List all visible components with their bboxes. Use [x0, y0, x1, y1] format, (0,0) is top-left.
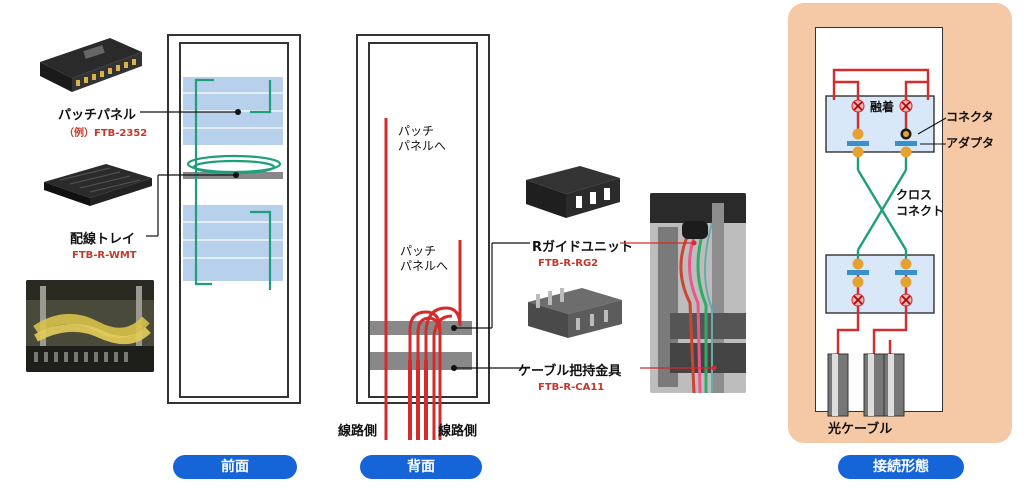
to-patch-panel-1-line2: パネルへ — [398, 139, 447, 153]
line-side-right-label: 線路側 — [438, 424, 478, 439]
cross-connect-line1: クロス — [896, 188, 933, 202]
to-patch-panel-1-line1: パッチ — [398, 124, 435, 138]
patch-panel-label: パッチパネル — [58, 108, 137, 123]
r-guide-photo — [520, 160, 624, 224]
cable-holder-photo — [522, 284, 626, 344]
connection-section-label: 接続形態 — [838, 455, 964, 479]
wiring-tray-label: 配線トレイ — [70, 232, 136, 247]
rack-photo — [26, 280, 154, 372]
fusion-label: 融着 — [870, 100, 895, 114]
connector-label: コネクタ — [946, 110, 994, 124]
optical-cable-label: 光ケーブル — [828, 422, 893, 437]
rack-closeup-photo — [650, 193, 746, 393]
cable-holder-model: FTB-R-CA11 — [538, 382, 605, 393]
adapter-label: アダプタ — [946, 136, 995, 150]
cable-holder-label: ケーブル把持金具 — [518, 364, 622, 379]
r-guide-model: FTB-R-RG2 — [538, 258, 599, 269]
front-section-label: 前面 — [173, 455, 297, 479]
connection-cabinet — [815, 27, 943, 412]
r-guide-label: Rガイドユニット — [532, 240, 634, 255]
cross-connect-line2: コネクト — [896, 204, 945, 218]
to-patch-panel-2-line2: パネルへ — [400, 259, 449, 273]
back-section-label: 背面 — [360, 455, 482, 479]
wiring-tray-photo — [40, 160, 156, 212]
patch-panel-photo — [36, 34, 144, 96]
to-patch-panel-2-line1: パッチ — [400, 244, 437, 258]
patch-panel-example: （例）FTB-2352 — [64, 128, 148, 139]
line-side-left-label: 線路側 — [338, 424, 378, 439]
wiring-tray-model: FTB-R-WMT — [72, 250, 137, 261]
